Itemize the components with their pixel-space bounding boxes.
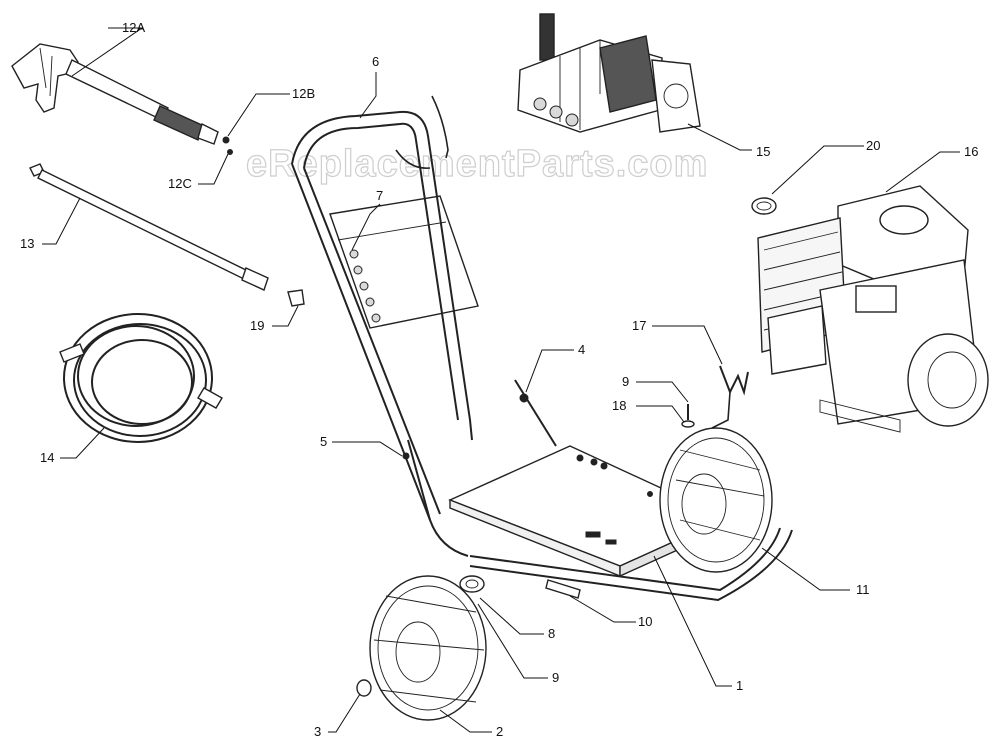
callout-5: 5 xyxy=(320,434,327,449)
callout-12A: 12A xyxy=(122,20,145,35)
callout-17: 17 xyxy=(632,318,646,333)
bracket-part xyxy=(711,365,749,429)
callout-15: 15 xyxy=(756,144,770,159)
callout-7: 7 xyxy=(376,188,383,203)
callout-3: 3 xyxy=(314,724,321,739)
bolt-part xyxy=(681,404,695,428)
callout-13: 13 xyxy=(20,236,34,251)
nozzle-parts xyxy=(222,136,233,155)
callout-9-lower: 9 xyxy=(552,670,559,685)
callout-4: 4 xyxy=(578,342,585,357)
callout-6: 6 xyxy=(372,54,379,69)
callout-20: 20 xyxy=(866,138,880,153)
hub-cap-part xyxy=(356,679,372,697)
callout-labels: 12A 12B 12C 13 14 19 6 7 15 20 16 17 9 1… xyxy=(20,20,978,739)
rear-wheel-part xyxy=(659,427,773,573)
pump-part xyxy=(517,13,701,133)
watermark: eReplacementParts.com xyxy=(246,143,708,185)
callout-19: 19 xyxy=(250,318,264,333)
leader-lines xyxy=(42,27,960,733)
callout-14: 14 xyxy=(40,450,54,465)
callout-9-upper: 9 xyxy=(622,374,629,389)
hose-part xyxy=(59,313,223,443)
callout-16: 16 xyxy=(964,144,978,159)
callout-11: 11 xyxy=(856,582,870,597)
callout-10: 10 xyxy=(638,614,652,629)
callout-12B: 12B xyxy=(292,86,315,101)
callout-8: 8 xyxy=(548,626,555,641)
clamp-part xyxy=(751,197,777,215)
spacer-part xyxy=(459,575,485,593)
callout-1: 1 xyxy=(736,678,743,693)
callout-18: 18 xyxy=(612,398,626,413)
callout-2: 2 xyxy=(496,724,503,739)
fitting-part xyxy=(287,289,305,307)
front-wheel-part xyxy=(369,575,487,721)
handle-frame-part xyxy=(291,95,557,557)
lance-part xyxy=(29,163,269,291)
spray-gun-part xyxy=(11,43,219,145)
engine-part xyxy=(757,185,989,433)
callout-12C: 12C xyxy=(168,176,192,191)
